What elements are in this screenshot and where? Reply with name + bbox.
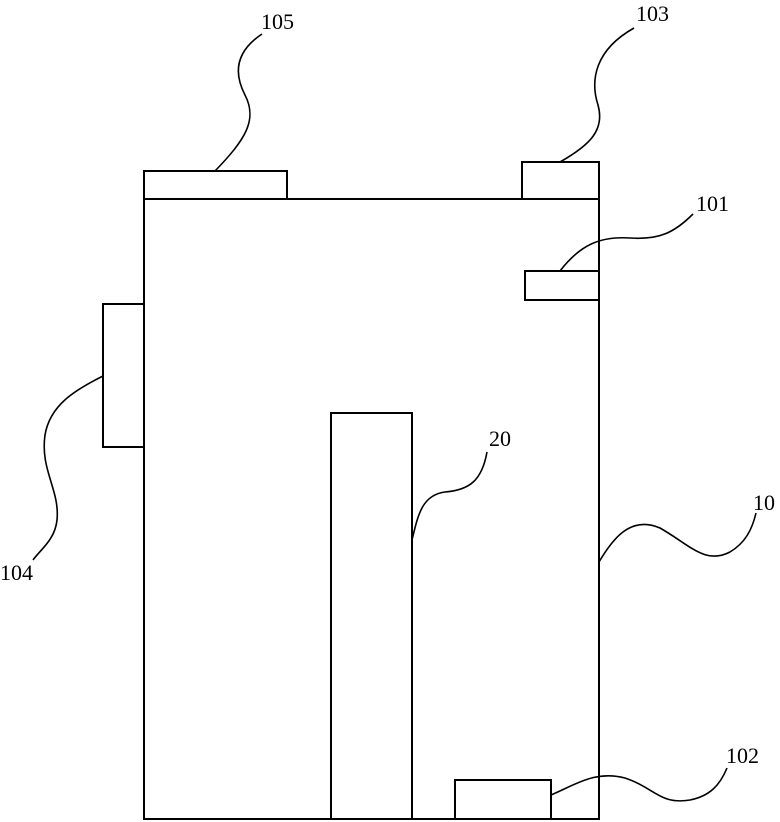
- component-101: [525, 271, 599, 300]
- leader-line-10: [599, 513, 756, 562]
- leader-line-104: [33, 376, 103, 560]
- component-105: [144, 171, 287, 199]
- label-104: 104: [0, 560, 33, 585]
- label-105: 105: [261, 9, 294, 34]
- component-103: [522, 162, 599, 199]
- label-20: 20: [489, 426, 511, 451]
- column-20: [331, 413, 412, 819]
- component-104: [103, 304, 144, 447]
- label-103: 103: [636, 1, 669, 26]
- component-102: [455, 780, 551, 819]
- leader-line-105: [215, 34, 262, 171]
- label-102: 102: [726, 743, 759, 768]
- label-10: 10: [753, 490, 775, 515]
- leader-line-103: [560, 28, 634, 162]
- label-101: 101: [696, 191, 729, 216]
